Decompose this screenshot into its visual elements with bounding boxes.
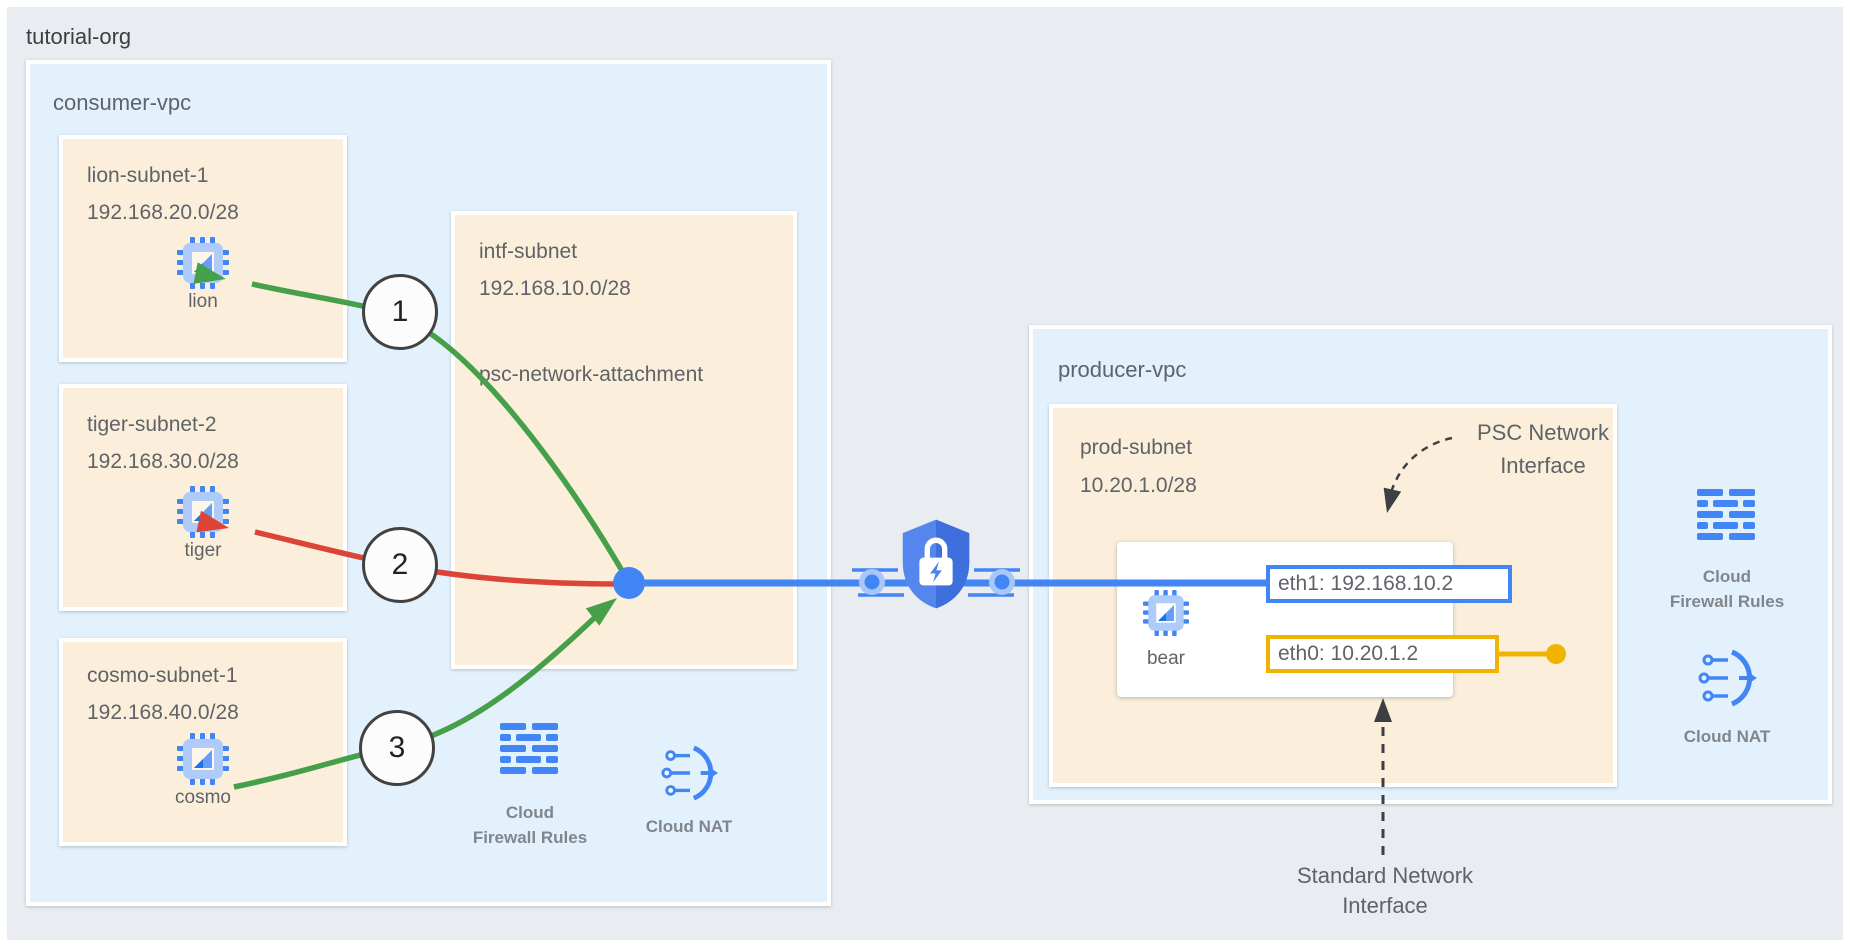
tutorial-org-label: tutorial-org — [26, 24, 132, 49]
consumer-nat-block: Cloud NAT — [629, 744, 749, 839]
subnet-cidr: 192.168.40.0/28 — [87, 701, 239, 724]
vm-label: lion — [188, 291, 218, 312]
step-number: 2 — [391, 548, 409, 581]
eth0-interface-box: eth0: 10.20.1.2 — [1266, 635, 1499, 673]
subnet-name: cosmo-subnet-1 — [87, 664, 238, 687]
lightning-bolt-glyph — [930, 561, 942, 583]
subnet-cidr: 10.20.1.0/28 — [1080, 474, 1197, 497]
annotation-line: Interface — [1500, 453, 1586, 478]
vm-label: cosmo — [175, 787, 231, 808]
producer-firewall-block: Cloud Firewall Rules — [1662, 488, 1792, 614]
step-number: 3 — [388, 731, 406, 764]
compute-engine-icon — [177, 486, 229, 538]
compute-engine-icon — [177, 237, 229, 289]
subnet-name: lion-subnet-1 — [87, 164, 209, 187]
icon-caption-line: Cloud NAT — [645, 817, 733, 836]
psc-network-attachment-label: psc-network-attachment — [479, 363, 704, 386]
cosmo-subnet-box: cosmo-subnet-1 192.168.40.0/28 cosmo — [59, 638, 347, 846]
psc-network-interface-annotation: PSC Network Interface — [1413, 416, 1673, 482]
firewall-rules-icon — [1697, 489, 1755, 540]
intf-subnet-box: intf-subnet 192.168.10.0/28 psc-network-… — [451, 211, 797, 669]
tiger-subnet-box: tiger-subnet-2 192.168.30.0/28 tiger — [59, 384, 347, 611]
cloud-nat-icon — [661, 745, 718, 801]
subnet-name: tiger-subnet-2 — [87, 413, 217, 436]
subnet-cidr: 192.168.10.0/28 — [479, 277, 631, 300]
psc-security-shield-icon — [902, 519, 970, 609]
icon-caption-line: Firewall Rules — [472, 828, 588, 847]
vm-label: bear — [1146, 648, 1186, 669]
cloud-nat-icon — [1698, 649, 1757, 707]
firewall-rules-icon — [500, 723, 558, 774]
producer-vpc-label: producer-vpc — [1058, 357, 1187, 382]
step-circle-3: 3 — [359, 710, 435, 786]
icon-caption-line: Cloud — [505, 803, 555, 822]
consumer-firewall-block: Cloud Firewall Rules — [466, 722, 594, 850]
consumer-vpc-label: consumer-vpc — [53, 90, 192, 115]
producer-nat-block: Cloud NAT — [1667, 648, 1787, 749]
vm-label: tiger — [184, 540, 222, 561]
subnet-name: prod-subnet — [1080, 436, 1193, 459]
compute-engine-icon — [1143, 590, 1189, 636]
step-number: 1 — [391, 295, 409, 328]
lion-subnet-box: lion-subnet-1 192.168.20.0/28 lion — [59, 135, 347, 362]
subnet-name: intf-subnet — [479, 240, 578, 263]
compute-engine-icon — [177, 733, 229, 785]
annotation-line: Standard Network — [1296, 863, 1474, 888]
subnet-cidr: 192.168.20.0/28 — [87, 201, 239, 224]
step-circle-2: 2 — [362, 527, 438, 603]
icon-caption-line: Cloud — [1702, 567, 1752, 586]
subnet-cidr: 192.168.30.0/28 — [87, 450, 239, 473]
annotation-line: Interface — [1342, 893, 1428, 918]
step-circle-1: 1 — [362, 274, 438, 350]
standard-network-interface-annotation: Standard Network Interface — [1255, 861, 1515, 921]
icon-caption-line: Firewall Rules — [1669, 592, 1785, 611]
eth1-interface-box: eth1: 192.168.10.2 — [1266, 565, 1512, 603]
annotation-line: PSC Network — [1476, 420, 1610, 445]
icon-caption-line: Cloud NAT — [1683, 727, 1771, 746]
